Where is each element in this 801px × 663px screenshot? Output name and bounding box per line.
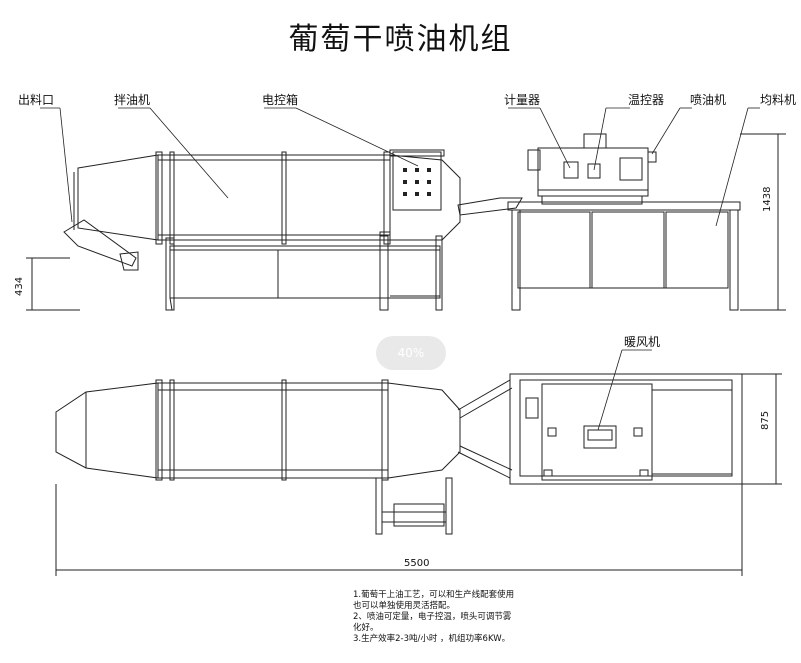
label-leveler: 均料机 (760, 93, 796, 107)
sprayer-unit-plan (509, 373, 743, 485)
label-heater: 暖风机 (624, 335, 660, 349)
label-outlet: 出料口 (18, 93, 54, 107)
note-line: 化好。 (353, 623, 379, 633)
label-sprayer: 喷油机 (690, 93, 726, 107)
note-line: 也可以单独使用灵活搭配。 (353, 601, 456, 611)
sprayer-unit-elevation (527, 133, 657, 205)
leader-lines (40, 107, 760, 227)
label-mixer: 拌油机 (114, 92, 150, 107)
plan-conveyor (457, 379, 513, 479)
plan-outlet-bracket (375, 477, 453, 535)
mixer-drum-plan (55, 379, 461, 481)
note-line: 3.生产效率2-3吨/小时 ，机组功率6KW。 (353, 634, 511, 644)
height-dimension-right (740, 133, 786, 311)
mixer-frame (165, 231, 443, 311)
zoom-badge: 40% (376, 336, 446, 370)
mixer-drum-elevation (73, 151, 461, 245)
dim-height-left: 434 (14, 277, 25, 296)
height-dimension-left (26, 257, 80, 311)
dim-height-right: 1438 (762, 187, 773, 212)
dim-width-plan: 875 (760, 411, 771, 430)
label-meter: 计量器 (504, 93, 540, 107)
conveyor-link (457, 197, 523, 216)
outlet-chute (63, 219, 139, 271)
label-temp-control: 温控器 (628, 93, 664, 107)
note-line: 1.葡萄干上油工艺，可以和生产线配套使用 (353, 590, 515, 600)
note-line: 2、喷油可定量，电子控温，喷头可调节雾 (353, 612, 512, 622)
drawing-title: 葡萄干喷油机组 (288, 22, 513, 57)
width-dimension-plan (742, 373, 782, 485)
dim-total-length: 5500 (404, 558, 429, 569)
leader-heater-diag (597, 349, 623, 431)
sprayer-table (507, 201, 741, 311)
notes-block: 1.葡萄干上油工艺，可以和生产线配套使用 也可以单独使用灵活搭配。 2、喷油可定… (353, 590, 553, 645)
total-length-dimension (55, 484, 743, 576)
label-control-box: 电控箱 (262, 92, 298, 107)
control-box (389, 149, 445, 211)
